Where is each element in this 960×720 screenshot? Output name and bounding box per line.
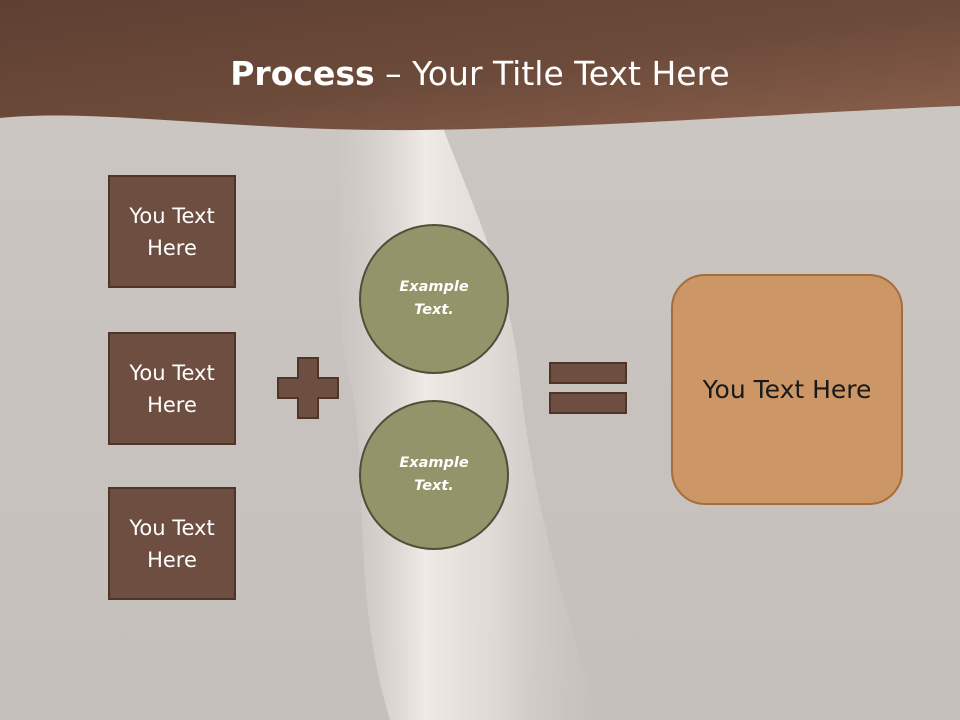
example-circle-1: Example Text. — [359, 224, 509, 374]
title-rest: – Your Title Text Here — [374, 54, 730, 93]
text-box-1: You Text Here — [108, 175, 236, 288]
example-circle-2: Example Text. — [359, 400, 509, 550]
title-bold: Process — [230, 54, 375, 93]
result-box: You Text Here — [671, 274, 903, 505]
text-box-3: You Text Here — [108, 487, 236, 600]
plus-icon — [277, 357, 339, 419]
text-box-2: You Text Here — [108, 332, 236, 445]
equals-icon — [549, 362, 627, 414]
header-band — [0, 0, 960, 131]
page-title: Process – Your Title Text Here — [0, 52, 960, 96]
